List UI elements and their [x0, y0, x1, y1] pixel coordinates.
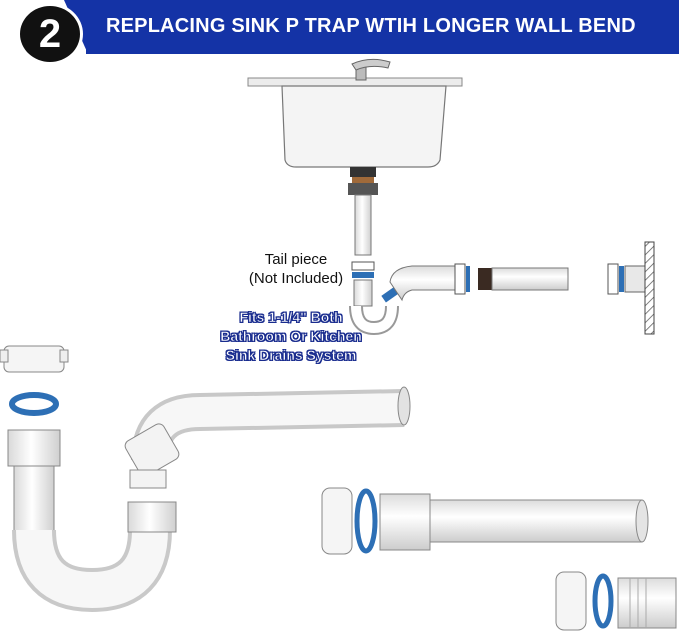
tail-piece-label-line1: Tail piece	[240, 250, 352, 269]
compatibility-label-line1: Fits 1-1/4" Both	[196, 308, 386, 327]
wall-adapter-illustration	[556, 572, 676, 630]
tail-piece-label-line2: (Not Included)	[240, 269, 352, 288]
tail-piece-label: Tail piece (Not Included)	[240, 250, 352, 288]
compatibility-label: Fits 1-1/4" Both Bathroom Or Kitchen Sin…	[196, 308, 386, 365]
tail-piece-diagram	[352, 195, 654, 334]
compatibility-label-line2: Bathroom Or Kitchen	[196, 327, 386, 346]
sink-illustration	[248, 59, 462, 195]
extension-tube-illustration	[322, 488, 648, 554]
compatibility-label-line3: Sink Drains System	[196, 346, 386, 365]
p-trap-kit-illustration	[0, 346, 410, 590]
